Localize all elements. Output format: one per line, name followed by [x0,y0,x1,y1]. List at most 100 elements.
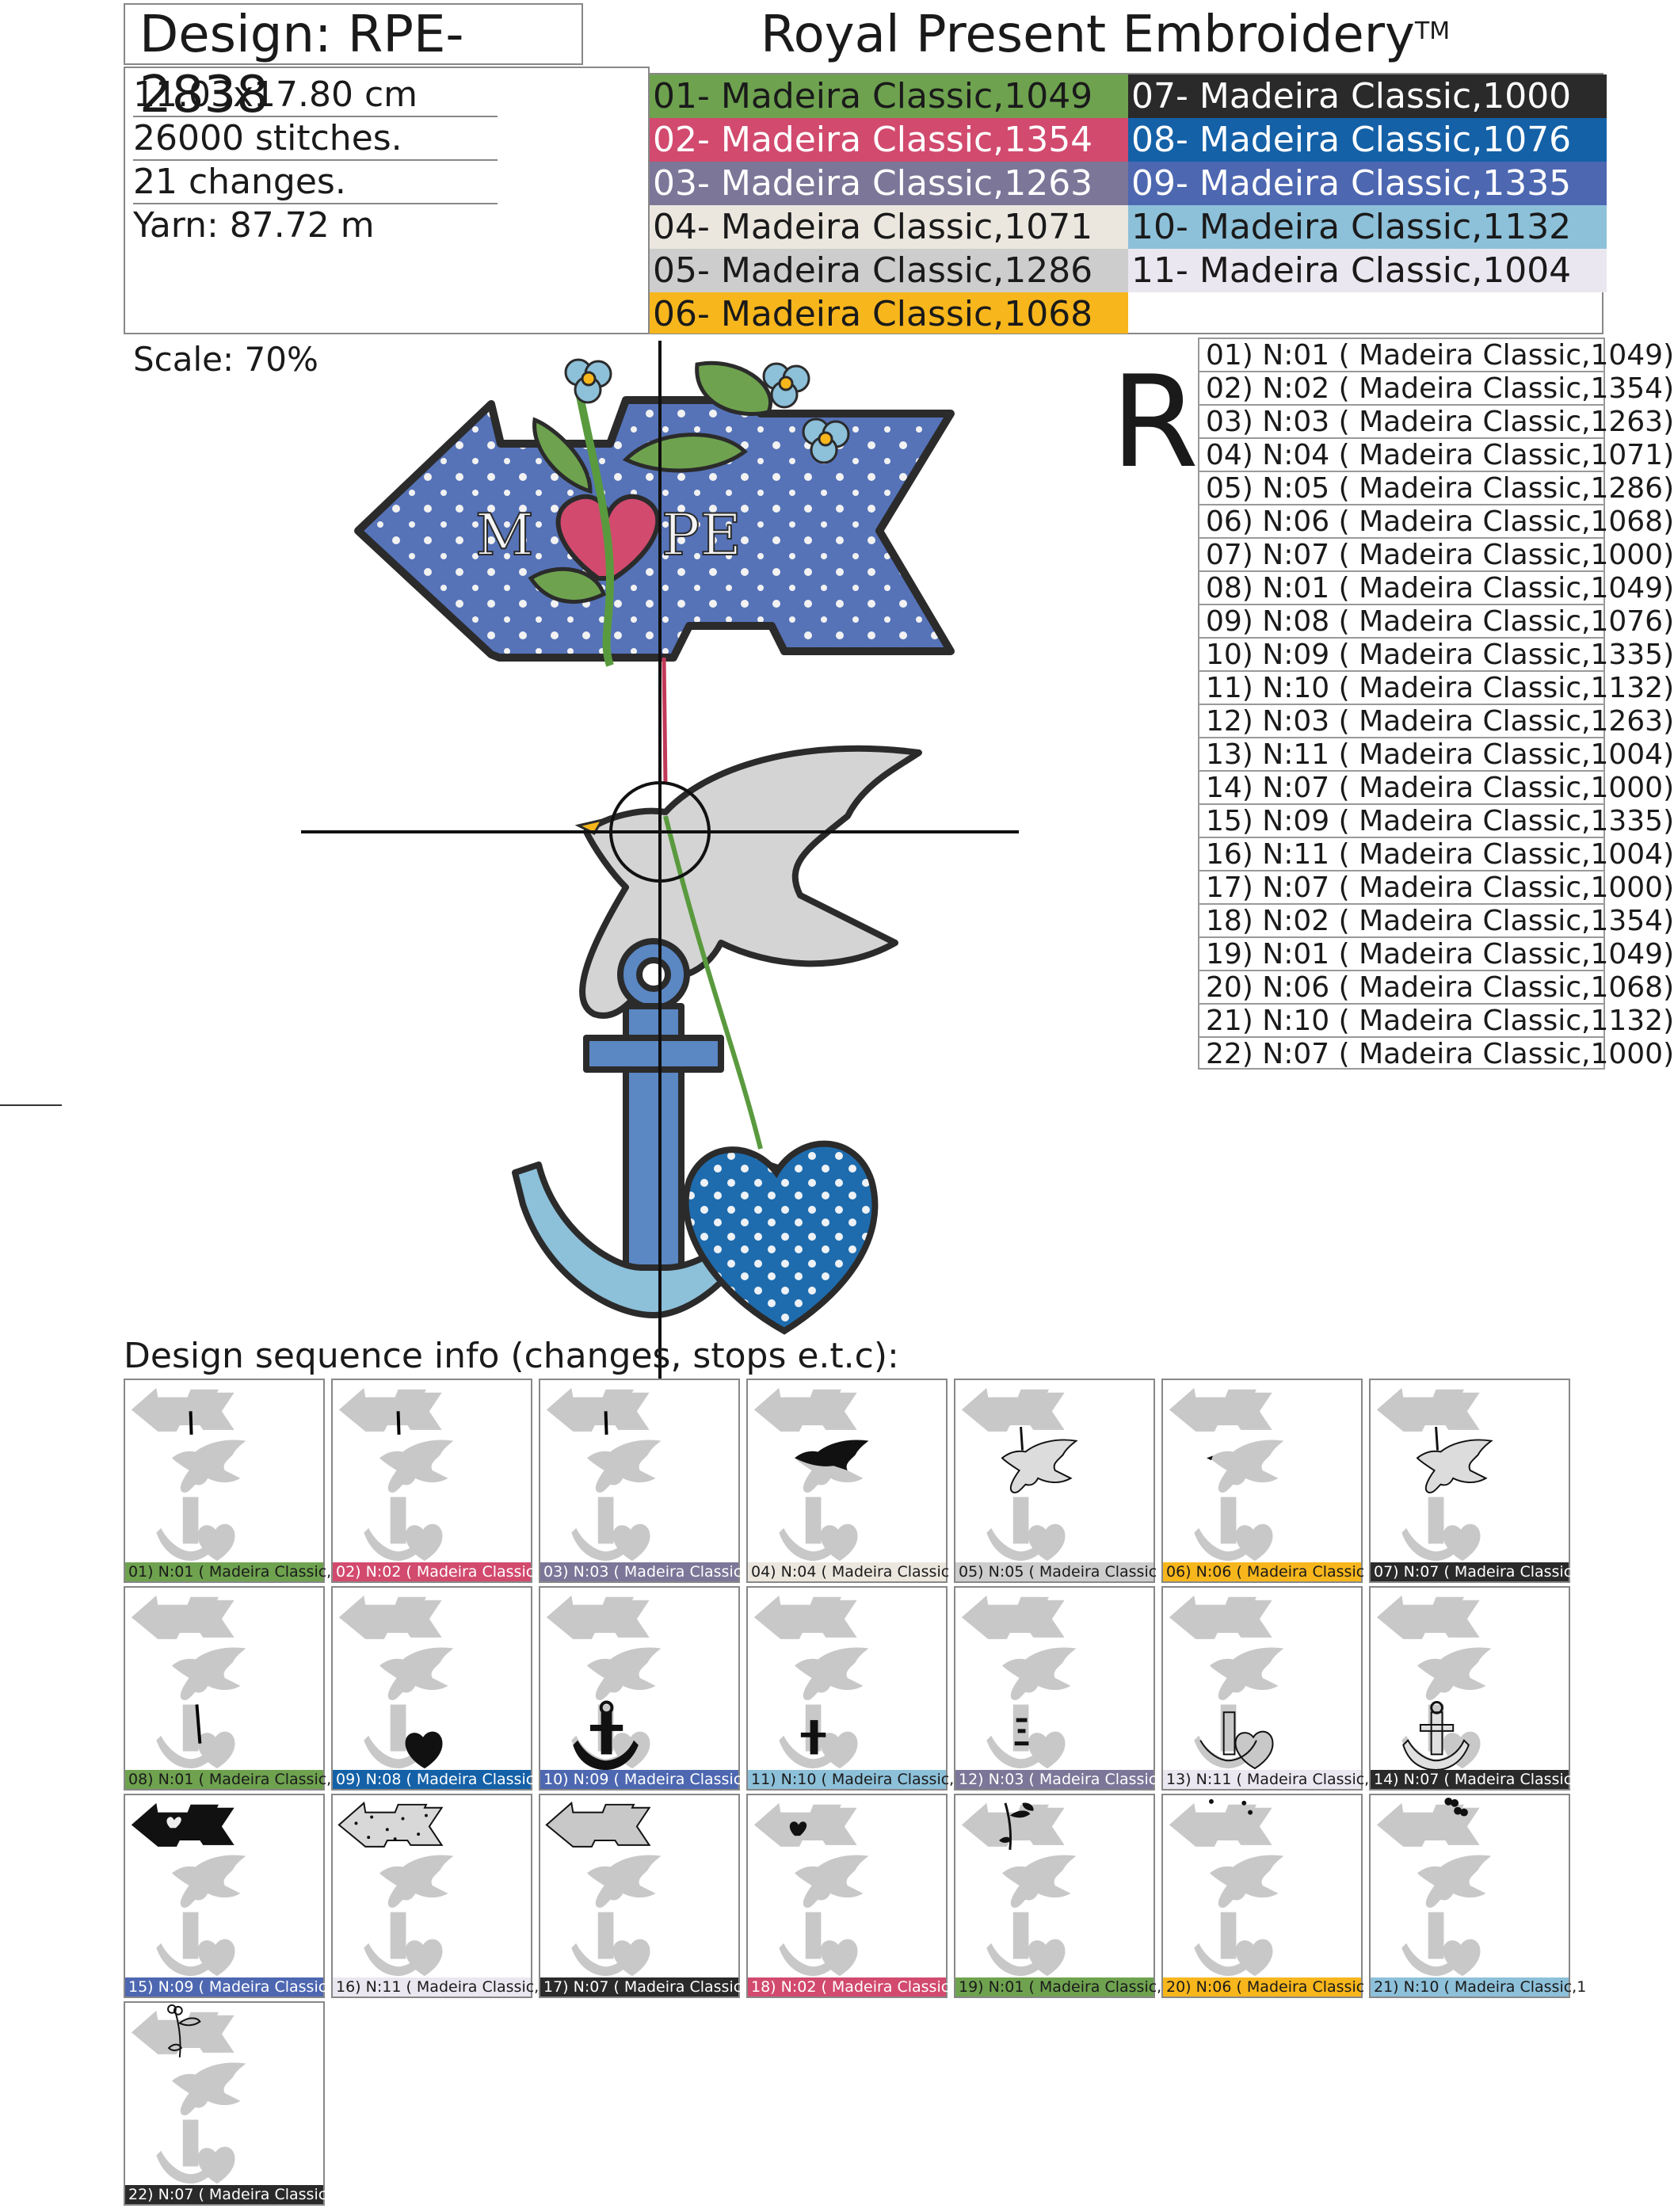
palette-entry: 11- Madeira Classic,1004 [1128,249,1607,292]
palette-entry: 01- Madeira Classic,1049 [650,74,1128,118]
sequence-row: 07) N:07 ( Madeira Classic,1000) [1199,539,1674,572]
thumbnail-label: 15) N:09 ( Madeira Classic, [125,1977,331,1997]
sequence-row: 09) N:08 ( Madeira Classic,1076) [1199,605,1674,639]
thumbnail-label: 11) N:10 ( Madeira Classic,1 [748,1770,963,1789]
thumbnail-preview [131,2004,246,2184]
thumbnail-preview [1169,1595,1284,1770]
thumbnail-preview [961,1595,1077,1769]
hope-letters: M [475,502,534,568]
palette-entry: 05- Madeira Classic,1286 [650,249,1128,292]
sequence-title: Design sequence info (changes, stops e.t… [124,1336,899,1376]
thumbnail-label: 01) N:01 ( Madeira Classic,1 [125,1562,341,1581]
leaf-low [528,566,607,604]
sequence-row: 13) N:11 ( Madeira Classic,1004) [1199,738,1674,772]
sequence-thumbnail: 02) N:02 ( Madeira Classic [331,1379,534,1583]
thumbnail-label: 04) N:04 ( Madeira Classic [748,1562,949,1581]
sequence-row: 18) N:02 ( Madeira Classic,1354) [1199,905,1674,938]
palette-entry: 02- Madeira Classic,1354 [650,118,1128,162]
sequence-thumbnail: 17) N:07 ( Madeira Classic, [539,1794,746,1998]
thumbnail-preview [1169,1798,1284,1977]
sequence-thumbnail: 11) N:10 ( Madeira Classic,1 [746,1586,963,1791]
sequence-row: 06) N:06 ( Madeira Classic,1068) [1199,505,1674,539]
info-yarn: Yarn: 87.72 m [133,205,375,246]
sequence-thumbnail: 06) N:06 ( Madeira Classic [1161,1379,1364,1583]
info-changes: 21 changes. [133,162,498,204]
thumbnail-label: 10) N:09 ( Madeira Classic, [540,1770,746,1789]
thumbnail-label: 22) N:07 ( Madeira Classic, [125,2185,331,2204]
thumbnail-label: 13) N:11 ( Madeira Classic,1( [1163,1770,1385,1789]
thumbnail-preview [961,1387,1078,1562]
sequence-thumbnail: 15) N:09 ( Madeira Classic, [124,1794,331,1998]
thumbnail-label: 05) N:05 ( Madeira Classic [955,1562,1157,1581]
thumbnail-preview [131,1387,246,1562]
thumbnail-label: 21) N:10 ( Madeira Classic,1 [1371,1977,1586,1997]
embroidery-preview: M PE [354,358,955,1335]
thumbnail-preview [131,1802,246,1977]
sequence-thumbnail: 19) N:01 ( Madeira Classic, [954,1794,1161,1998]
thumbnail-label: 18) N:02 ( Madeira Classic, [748,1977,954,1997]
sequence-thumbnail: 16) N:11 ( Madeira Classic,1( [331,1794,555,1998]
sequence-thumbnail: 12) N:03 ( Madeira Classic, [954,1586,1161,1791]
thumbnail-preview [338,1595,454,1769]
sequence-thumbnail: 04) N:04 ( Madeira Classic [746,1379,949,1583]
anchor-heart [682,1140,879,1335]
sequence-thumbnail: 13) N:11 ( Madeira Classic,1( [1161,1586,1385,1791]
hanging-string [662,657,668,785]
sequence-row: 16) N:11 ( Madeira Classic,1004) [1199,838,1674,871]
sequence-thumbnail: 20) N:06 ( Madeira Classic [1161,1794,1364,1998]
sequence-thumbnail: 08) N:01 ( Madeira Classic, [124,1586,331,1791]
leaf-right [695,360,772,416]
brand-name: Royal Present Embroidery [761,6,1415,64]
flowers [564,358,850,464]
design-id: Design: RPE-2838 [139,6,464,124]
thumbnail-preview [338,1387,454,1562]
palette-entry: 03- Madeira Classic,1263 [650,162,1128,205]
svg-text:PE: PE [662,502,742,568]
thumbnail-preview [1376,1595,1492,1772]
thumbnail-label: 06) N:06 ( Madeira Classic [1163,1562,1364,1581]
info-stitches: 26000 stitches. [133,118,498,161]
thumbnail-label: 14) N:07 ( Madeira Classic, [1371,1770,1577,1789]
thumbnail-preview [337,1801,454,1977]
sequence-row: 17) N:07 ( Madeira Classic,1000) [1199,871,1674,905]
sequence-thumbnail: 07) N:07 ( Madeira Classic [1369,1379,1572,1583]
sequence-thumbnail: 03) N:03 ( Madeira Classic [539,1379,742,1583]
sequence-thumbnail: 22) N:07 ( Madeira Classic, [124,2001,331,2206]
sequence-thumbnail: 10) N:09 ( Madeira Classic, [539,1586,746,1791]
thumbnail-preview [961,1802,1077,1977]
thumbnail-label: 09) N:08 ( Madeira Classic [333,1770,534,1789]
thumbnail-label: 20) N:06 ( Madeira Classic [1163,1977,1364,1997]
sequence-row: 08) N:01 ( Madeira Classic,1049) [1199,572,1674,605]
thumbnail-label: 12) N:03 ( Madeira Classic, [955,1770,1161,1789]
brand-title: Royal Present EmbroideryTM [761,5,1450,65]
sequence-row: 22) N:07 ( Madeira Classic,1000) [1206,1038,1674,1070]
palette-entry: 07- Madeira Classic,1000 [1128,74,1607,118]
sequence-row: 02) N:02 ( Madeira Classic,1354) [1199,372,1674,406]
thumbnail-preview [753,1595,869,1769]
thumbnail-preview [753,1387,869,1562]
sequence-row: 21) N:10 ( Madeira Classic,1132) [1199,1005,1674,1038]
design-id-box: Design: RPE-2838 [124,3,583,124]
info-size: 11.03x17.80 cm [133,74,498,117]
thumbnail-label: 07) N:07 ( Madeira Classic [1371,1562,1572,1581]
sequence-row: 11) N:10 ( Madeira Classic,1132) [1199,672,1674,705]
flower-stem [574,387,615,667]
sequence-thumbnail: 09) N:08 ( Madeira Classic [331,1586,534,1791]
palette-entry: 10- Madeira Classic,1132 [1128,205,1607,249]
trademark-mark: TM [1414,17,1451,45]
center-crosshair [301,341,1019,1379]
thumbnail-label: 19) N:01 ( Madeira Classic, [955,1977,1161,1997]
palette-entry: 04- Madeira Classic,1071 [650,205,1128,249]
leaf-left [532,417,593,494]
page-edge-tick [0,1104,62,1106]
sequence-row: 03) N:03 ( Madeira Classic,1263) [1199,406,1674,439]
thumbnail-preview [1376,1387,1493,1562]
color-sequence-table: 01) N:01 ( Madeira Classic,1049)02) N:02… [1198,338,1674,1070]
thumbnail-label: 16) N:11 ( Madeira Classic,1( [333,1977,555,1997]
thumbnail-label: 03) N:03 ( Madeira Classic [540,1562,742,1581]
sequence-row: 04) N:04 ( Madeira Classic,1071) [1199,439,1674,472]
thumbnail-preview [545,1801,662,1977]
sequence-thumbnail: 14) N:07 ( Madeira Classic, [1369,1586,1577,1791]
